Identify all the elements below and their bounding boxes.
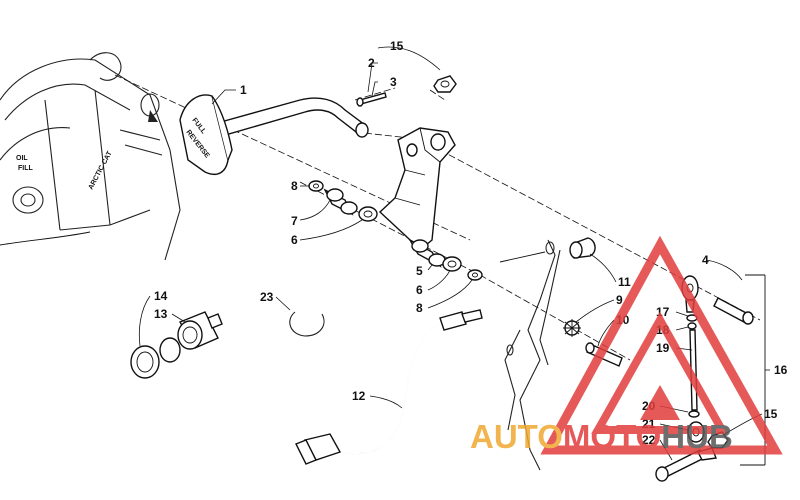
nut-part-20 <box>688 410 700 418</box>
callout-9: 9 <box>616 293 623 307</box>
leader-lines <box>138 46 770 461</box>
spacer-5 <box>408 238 446 268</box>
callout-7: 7 <box>291 214 298 228</box>
engine-brand-label: ARCTIC CAT <box>88 150 114 191</box>
nut-part-18 <box>687 322 697 330</box>
callout-4: 4 <box>702 253 709 267</box>
callout-3: 3 <box>390 75 397 89</box>
clip-part-23 <box>289 311 325 337</box>
bolt-part-2 <box>356 92 387 107</box>
cap-part-11 <box>569 237 596 259</box>
callout-12: 12 <box>352 389 366 403</box>
automotohub-watermark: AUTOMOTOHUB <box>470 235 783 455</box>
bushing-6-upper <box>358 206 378 222</box>
switch-part-13 <box>177 311 223 350</box>
callout-8b: 8 <box>416 301 423 315</box>
shift-linkage-arm <box>499 239 561 471</box>
star-washer-part-9 <box>563 319 581 337</box>
washer-8-upper <box>308 180 324 192</box>
shift-lever-part-1: FULL REVERSE <box>179 94 369 176</box>
callout-6b: 6 <box>416 283 423 297</box>
pointer-arrow-icon <box>148 110 158 122</box>
oil-fill-label: OIL FILL <box>16 155 33 172</box>
callout-22: 22 <box>642 433 656 447</box>
watermark-hub: HUB <box>661 418 733 455</box>
callout-8a: 8 <box>291 179 298 193</box>
washer-8-lower <box>467 269 483 281</box>
engine-block-outline: ARCTIC CAT OIL FILL <box>0 52 181 261</box>
callout-6a: 6 <box>291 233 298 247</box>
lock-nut-part-15-top <box>433 75 457 93</box>
callout-13: 13 <box>154 307 168 321</box>
svg-text:FILL: FILL <box>18 165 33 172</box>
shift-bracket <box>378 127 456 251</box>
callout-11: 11 <box>618 275 631 289</box>
callout-15b: 15 <box>764 407 778 421</box>
callout-1: 1 <box>240 83 247 97</box>
svg-text:ARCTIC CAT: ARCTIC CAT <box>88 150 114 191</box>
shift-cable-part-12 <box>295 309 483 465</box>
callout-23: 23 <box>260 290 274 304</box>
bushing-6-lower <box>442 256 462 272</box>
callout-2: 2 <box>368 56 375 70</box>
watermark-text: AUTOMOTOHUB <box>470 418 733 455</box>
callout-16: 16 <box>774 363 788 377</box>
watermark-triangle-logo <box>540 235 783 455</box>
watermark-moto: MOTO <box>563 418 661 455</box>
watermark-auto: AUTO <box>470 418 563 455</box>
ring-nut-part-14 <box>130 337 181 379</box>
svg-text:OIL: OIL <box>16 155 28 162</box>
callout-14: 14 <box>154 289 168 303</box>
callout-15a: 15 <box>390 39 404 53</box>
callout-19: 19 <box>656 341 670 355</box>
callout-5: 5 <box>416 264 423 278</box>
bolt-part-4 <box>713 297 754 325</box>
spacer-7 <box>323 188 358 216</box>
